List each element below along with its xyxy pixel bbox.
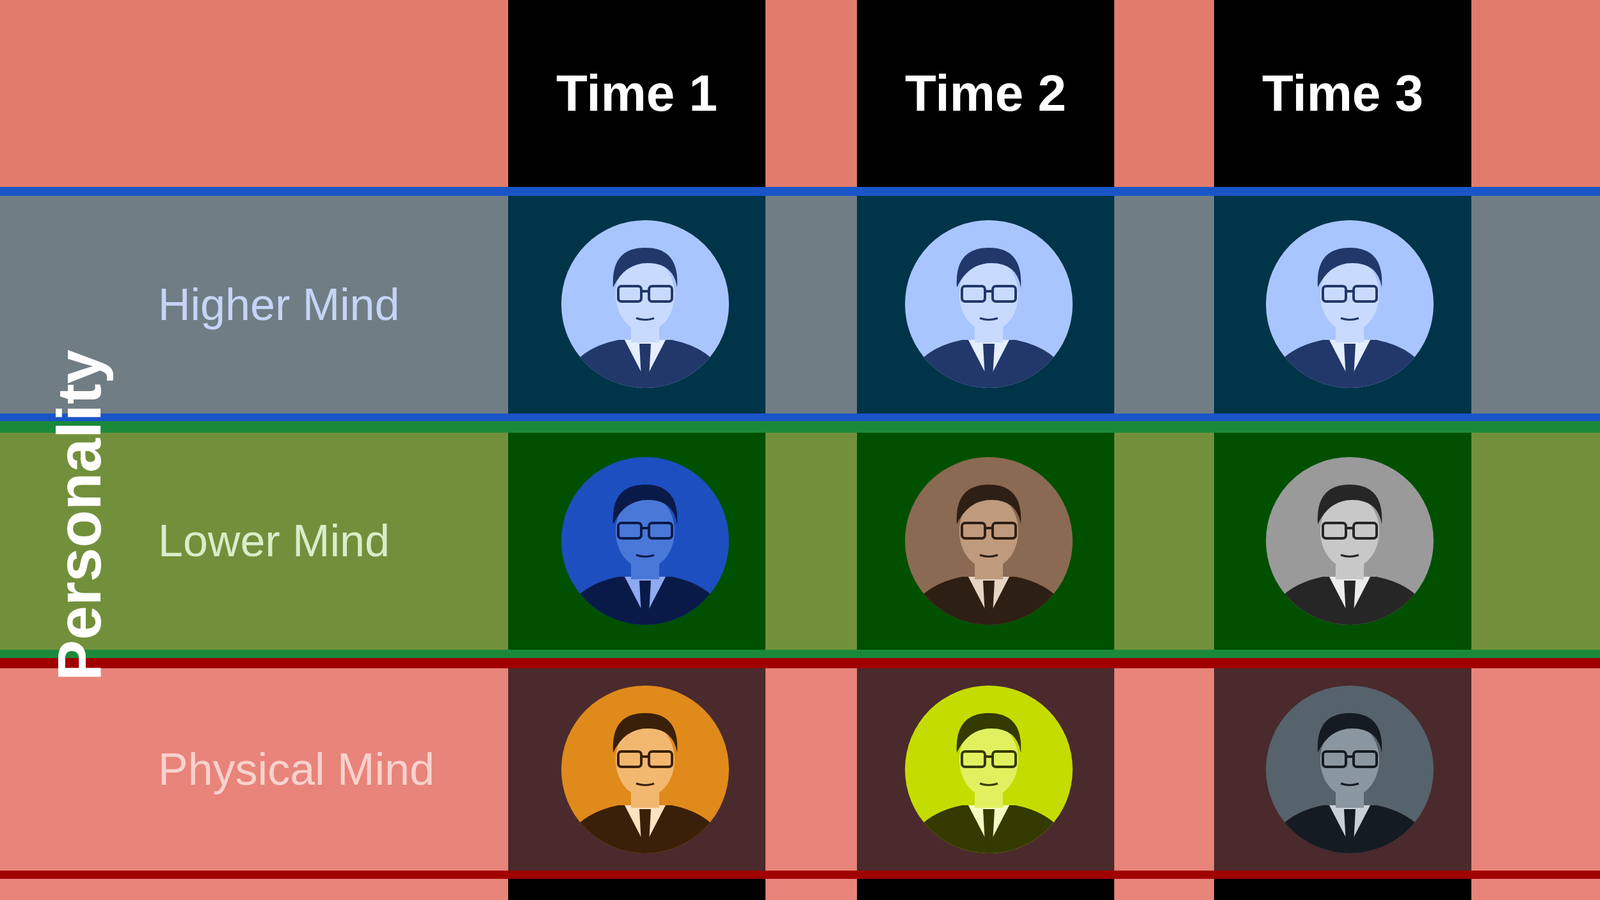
header-text: Time 3 xyxy=(1262,65,1424,122)
divider-line xyxy=(0,186,1600,196)
cell-ground xyxy=(508,668,1472,871)
header-text: Time 1 xyxy=(556,65,718,122)
row-band: Higher Mind xyxy=(0,195,1600,414)
header-text: Time 2 xyxy=(904,65,1067,122)
divider-line xyxy=(0,649,1600,658)
portrait-photo xyxy=(902,456,1076,631)
band-ground xyxy=(0,195,1600,414)
portrait-photo xyxy=(558,456,732,631)
row-label: Physical Mind xyxy=(158,744,435,795)
column-ground xyxy=(508,0,1472,900)
portrait-photo xyxy=(558,220,732,394)
row-label: Higher Mind xyxy=(158,280,400,330)
band-ground xyxy=(0,432,1600,650)
divider-line xyxy=(0,413,1600,422)
portrait-photo xyxy=(902,220,1076,394)
cell-ground xyxy=(508,195,1472,414)
column-header: Time 2 xyxy=(856,0,1115,187)
row-label: Lower Mind xyxy=(158,516,390,566)
portrait-photo xyxy=(1263,220,1437,394)
portrait-photo xyxy=(902,685,1076,859)
column-header: Time 3 xyxy=(1214,0,1472,187)
row-band: Lower Mind xyxy=(0,432,1600,650)
portrait-photo xyxy=(558,685,732,859)
divider-line xyxy=(0,421,1600,433)
row-band: Physical Mind xyxy=(0,668,1600,871)
divider-line xyxy=(0,870,1600,879)
cell-ground xyxy=(508,432,1472,650)
column-header: Time 1 xyxy=(508,0,766,187)
portrait-photo xyxy=(1263,685,1437,859)
band-ground xyxy=(0,668,1600,871)
axis-label: Personality xyxy=(48,349,111,681)
portrait-photo xyxy=(1263,456,1437,631)
divider-line xyxy=(0,657,1600,669)
